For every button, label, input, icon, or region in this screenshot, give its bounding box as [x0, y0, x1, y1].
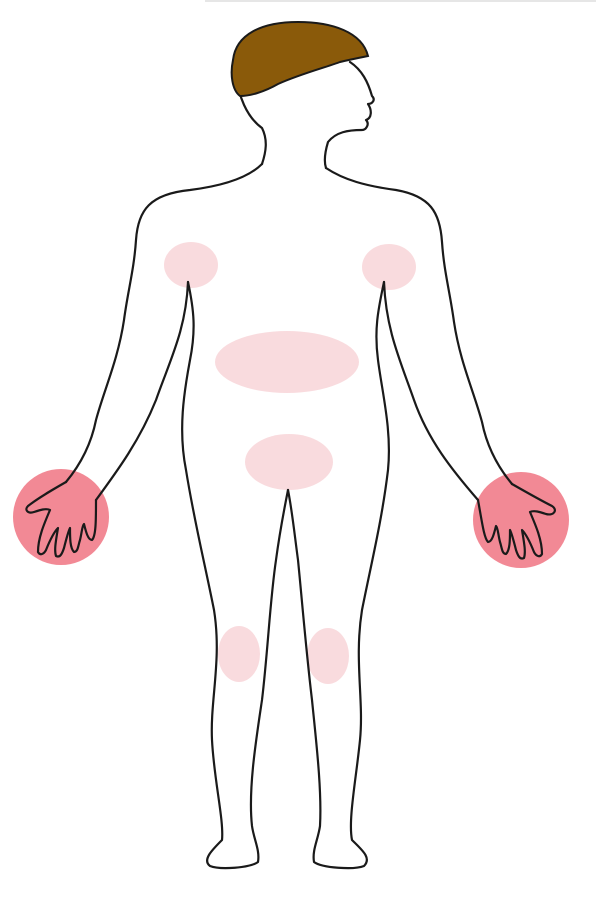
- highlight-regions: [13, 242, 569, 684]
- left-knee-region: [218, 626, 260, 682]
- groin-region: [245, 434, 333, 490]
- hair-shape: [232, 22, 368, 96]
- right-upper-arm-region: [362, 244, 416, 290]
- right-knee-region: [307, 628, 349, 684]
- left-hand-region: [13, 469, 109, 565]
- left-upper-arm-region: [164, 242, 218, 288]
- right-hand-region: [473, 472, 569, 568]
- abdomen-region: [215, 331, 359, 393]
